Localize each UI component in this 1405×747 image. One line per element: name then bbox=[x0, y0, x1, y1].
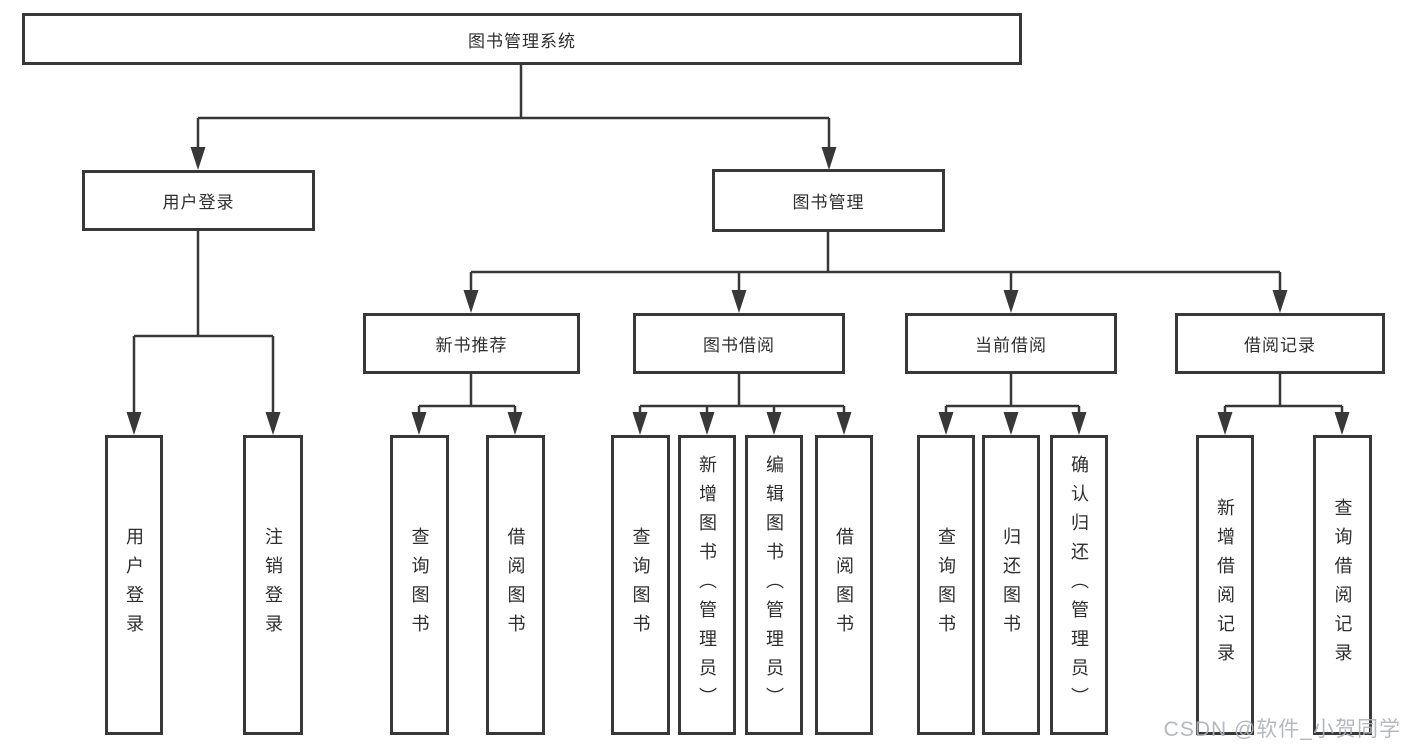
node-label: 查询图书 bbox=[936, 527, 956, 643]
node-book-management: 图书管理 bbox=[712, 169, 945, 232]
node-recommend-query-books: 查询图书 bbox=[390, 435, 449, 735]
node-current-query-books: 查询图书 bbox=[917, 435, 975, 735]
node-label: 新增借阅记录 bbox=[1215, 498, 1235, 672]
node-user-login: 用户登录 bbox=[82, 170, 315, 231]
node-new-book-recommend: 新书推荐 bbox=[363, 313, 580, 374]
node-label: 编辑图书（管理员） bbox=[764, 454, 784, 716]
node-label: 借阅图书 bbox=[834, 527, 854, 643]
node-current-confirm-return-admin: 确认归还（管理员） bbox=[1050, 435, 1108, 735]
arrow-icons bbox=[126, 147, 1350, 435]
node-borrow-records: 借阅记录 bbox=[1175, 313, 1385, 374]
tree-connector-paths bbox=[132, 65, 1344, 416]
node-user-login-action: 用户登录 bbox=[105, 435, 163, 735]
node-borrow-edit-books-admin: 编辑图书（管理员） bbox=[745, 435, 803, 735]
node-add-borrow-record: 新增借阅记录 bbox=[1196, 435, 1254, 735]
node-current-return-books: 归还图书 bbox=[982, 435, 1040, 735]
node-borrow-query-books: 查询图书 bbox=[611, 435, 670, 735]
node-label: 查询借阅记录 bbox=[1332, 498, 1353, 672]
node-label: 查询图书 bbox=[409, 527, 430, 643]
node-logout-action: 注销登录 bbox=[243, 435, 303, 735]
node-recommend-borrow-books: 借阅图书 bbox=[486, 435, 545, 735]
node-label: 借阅图书 bbox=[505, 527, 526, 643]
csdn-watermark: CSDN @软件_小贺同学 bbox=[1163, 718, 1401, 741]
node-label: 确认归还（管理员） bbox=[1069, 454, 1089, 716]
node-label: 新增图书（管理员） bbox=[697, 454, 717, 716]
node-book-borrow: 图书借阅 bbox=[633, 313, 845, 374]
node-label: 用户登录 bbox=[124, 527, 144, 643]
node-borrow-borrow-books: 借阅图书 bbox=[815, 435, 873, 735]
node-current-borrow: 当前借阅 bbox=[905, 313, 1117, 374]
node-label: 查询图书 bbox=[630, 527, 651, 643]
node-borrow-add-books-admin: 新增图书（管理员） bbox=[678, 435, 736, 735]
node-query-borrow-record: 查询借阅记录 bbox=[1313, 435, 1372, 735]
node-label: 归还图书 bbox=[1001, 527, 1021, 643]
node-library-system: 图书管理系统 bbox=[22, 13, 1022, 65]
node-label: 注销登录 bbox=[263, 527, 283, 643]
